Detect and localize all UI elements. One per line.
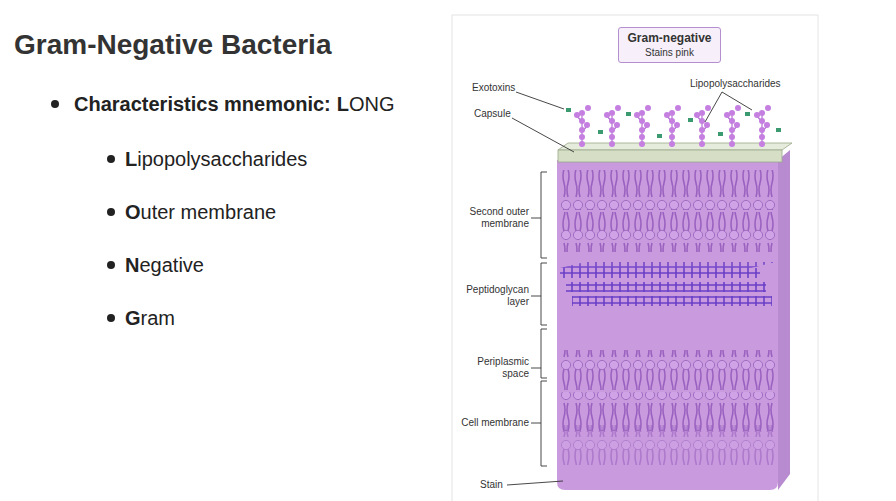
part-label: Second outer membrane [457,206,529,230]
slide-title: Gram-Negative Bacteria [14,28,331,62]
part-label: Exotoxins [472,82,515,94]
bullet-item: Outer membrane [125,200,276,224]
bullet-heading: Characteristics mnemonic: [74,92,331,116]
bullet-heading: LONG [337,92,395,116]
part-label: Peptidoglycan layer [457,284,529,308]
part-label: Capsule [474,108,511,120]
legend-box: Gram-negativeStains pink [618,27,721,63]
part-label: Lipopolysaccharides [690,78,781,90]
bullet-item: Lipopolysaccharides [125,147,307,171]
bullet-item: Negative [125,253,204,277]
box-subtext: Stains pink [627,46,712,59]
box-heading: Gram-negative [627,31,712,46]
part-label: Stain [480,479,503,491]
part-label: Cell membrane [449,417,529,429]
part-label: Periplasmic space [473,356,529,380]
bullet-item: Gram [125,306,175,330]
